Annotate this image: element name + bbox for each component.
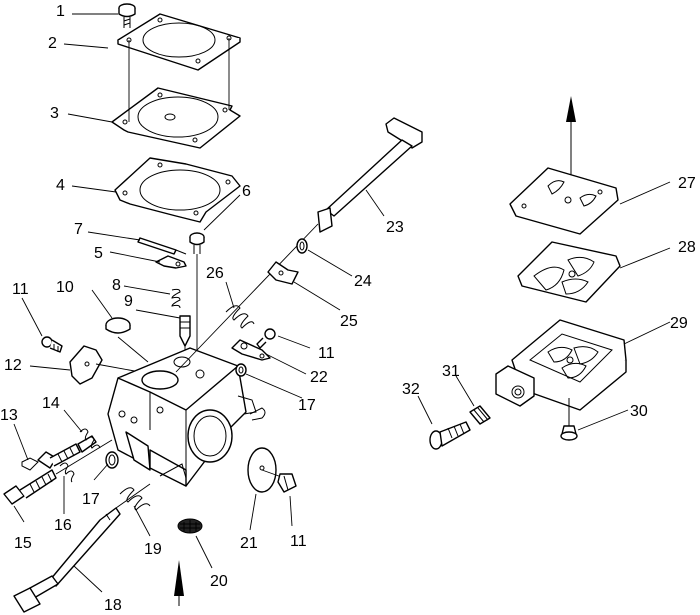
callout-3: 3 xyxy=(50,105,59,122)
leader-lines xyxy=(13,13,671,593)
callout-20: 20 xyxy=(210,573,228,590)
part-16-spring xyxy=(59,462,75,483)
callout-2: 2 xyxy=(48,35,57,52)
callout-13: 13 xyxy=(0,407,18,424)
callout-11-left: 11 xyxy=(12,281,29,298)
part-20-filter-screen xyxy=(177,518,203,534)
callout-12: 12 xyxy=(4,357,22,374)
part-28-pump-diaphragm xyxy=(517,241,621,303)
callout-17-left: 17 xyxy=(82,491,100,508)
callout-5: 5 xyxy=(94,245,103,262)
callout-27: 27 xyxy=(678,175,696,192)
callout-6: 6 xyxy=(242,183,251,200)
callout-25: 25 xyxy=(340,313,358,330)
part-18-throttle-shaft xyxy=(13,483,151,613)
callout-8: 8 xyxy=(112,277,121,294)
part-7-inlet-needle xyxy=(137,237,187,255)
callout-14: 14 xyxy=(42,395,60,412)
callout-31: 31 xyxy=(442,363,460,380)
part-13-idle-screw xyxy=(21,435,97,471)
part-14-spring xyxy=(79,428,101,449)
callout-21: 21 xyxy=(240,535,258,552)
part-8-spring xyxy=(171,288,181,309)
callout-10: 10 xyxy=(56,279,74,296)
part-29-pump-cover xyxy=(495,319,627,411)
part-22-lever xyxy=(231,339,271,361)
part-4-gasket xyxy=(114,157,241,223)
part-11-screw-middle xyxy=(256,328,276,349)
part-23-choke-rod xyxy=(175,117,423,373)
callout-4: 4 xyxy=(56,177,65,194)
part-25-clip xyxy=(267,261,299,285)
part-6-lever-screw xyxy=(189,232,205,360)
callout-26: 26 xyxy=(206,265,224,282)
callout-19: 19 xyxy=(144,541,162,558)
callout-32: 32 xyxy=(402,381,420,398)
flow-arrow-bottom xyxy=(174,560,184,606)
part-15-mixture-screw xyxy=(3,439,113,505)
callout-15: 15 xyxy=(14,535,32,552)
part-32-adjust-screw xyxy=(429,421,471,450)
callout-7: 7 xyxy=(74,221,83,238)
callout-11-middle: 11 xyxy=(318,345,335,362)
part-30-screw xyxy=(560,398,578,441)
callout-18: 18 xyxy=(104,597,122,614)
callout-23: 23 xyxy=(386,219,404,236)
part-1-screw xyxy=(118,3,136,28)
part-2-cover-plate xyxy=(117,13,241,71)
part-carburetor-body xyxy=(107,347,266,487)
part-24-o-ring xyxy=(296,238,308,254)
callout-24: 24 xyxy=(354,273,372,290)
callout-16: 16 xyxy=(54,517,72,534)
callout-28: 28 xyxy=(678,239,696,256)
part-11-screw-right xyxy=(277,473,297,493)
callout-1: 1 xyxy=(56,3,65,20)
part-5-control-lever xyxy=(155,255,187,269)
part-26-spring xyxy=(225,305,255,329)
part-3-diaphragm xyxy=(111,87,241,149)
part-17-o-ring-left xyxy=(105,451,119,469)
part-12-gasket-disc xyxy=(69,345,141,385)
callout-30: 30 xyxy=(630,403,648,420)
part-19-spring xyxy=(119,487,151,511)
callout-22: 22 xyxy=(310,369,328,386)
part-27-pump-gasket xyxy=(509,167,619,235)
callout-17-right: 17 xyxy=(298,397,316,414)
part-21-diaphragm-disc xyxy=(247,447,291,493)
callout-labels: 1 2 3 4 7 5 6 8 9 10 11 12 13 14 15 16 1… xyxy=(0,3,696,614)
part-10-welch-plug xyxy=(105,317,149,363)
callout-9: 9 xyxy=(124,293,133,310)
part-17-o-ring-right xyxy=(235,363,247,377)
part-31-spring xyxy=(469,405,491,425)
callout-11-bottom: 11 xyxy=(290,533,307,550)
callout-29: 29 xyxy=(670,315,688,332)
part-11-screw-left xyxy=(41,336,63,353)
